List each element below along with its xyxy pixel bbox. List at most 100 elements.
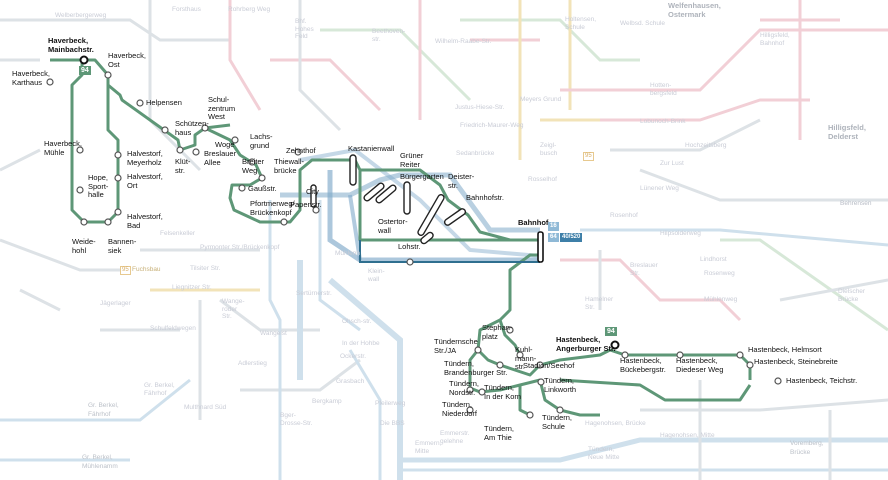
label-tuendern-niederdorf: Tündern, Niederdorf <box>442 400 478 418</box>
stop-haverbeck-karthaus[interactable] <box>46 78 54 86</box>
label-hastenbeck-diedeser-weg: Hastenbeck, Diedeser Weg <box>676 356 724 374</box>
route-badge-hastenbeck: 94 <box>605 327 617 336</box>
label-bannensiek: Bannen- siek <box>108 237 137 255</box>
stop-pfoertnerweg[interactable] <box>280 218 288 226</box>
label-tuendern-schule: Tündern, Schule <box>542 413 573 431</box>
stop-lohstr-pill[interactable] <box>420 231 435 245</box>
label-tuendernsche-str: Tündernsche Str./JA <box>434 337 478 355</box>
stop-hastenbeck-teichstr[interactable] <box>774 377 782 385</box>
label-deisterstr: Deister- str. <box>448 172 475 190</box>
gr-berkel-2-label: Gr. Berkel, Mühlenamm <box>82 454 118 470</box>
stop-weidehohl[interactable] <box>80 218 88 226</box>
stop-lachsgrund[interactable] <box>231 136 239 144</box>
label-stadion-seehof: Stadion/Seehof <box>523 361 575 370</box>
label-stephanplatz: Stephan- platz <box>482 323 513 341</box>
label-thiewallbruecke: Thiewall- brücke <box>274 157 305 175</box>
stop-zehnthof[interactable] <box>294 148 302 156</box>
stop-haverbeck-mainbachstr[interactable] <box>79 55 89 65</box>
label-haverbeck-ost: Haverbeck, Ost <box>108 51 146 69</box>
label-kuhlmannstr: Kuhl- mann- str. <box>515 345 537 371</box>
stop-hastenbeck-helmsort[interactable] <box>736 351 744 359</box>
label-lohstr: Lohstr. <box>398 242 421 251</box>
label-hastenbeck-bueckebergstr: Hastenbeck, Bückebergstr. <box>620 356 666 374</box>
stop-schuetzenhaus[interactable] <box>161 126 169 134</box>
label-breslauer-allee: Breslauer Allee <box>204 149 237 167</box>
stop-bahnhofstr[interactable] <box>443 208 467 227</box>
stop-tuendern-schule[interactable] <box>556 406 564 414</box>
stop-tuendern-in-der-korn[interactable] <box>478 388 486 396</box>
stop-tuendern-nordstr[interactable] <box>466 386 474 394</box>
stop-hastenbeck-steinebreite[interactable] <box>746 361 754 369</box>
route-stops <box>46 55 782 419</box>
stop-bahnhof[interactable] <box>537 231 544 263</box>
label-papenstr: Papenstr. <box>290 200 322 209</box>
label-bahnhof: Bahnhof <box>518 218 549 227</box>
stop-tuendernsche-str[interactable] <box>474 346 482 354</box>
label-weidehohl: Weide- hohl <box>72 237 96 255</box>
stop-lohstr[interactable] <box>406 258 414 266</box>
connecting-lines <box>280 147 541 263</box>
label-schulzentrum-west: Schul- zentrum West <box>208 95 236 121</box>
label-gaussstr: Gaußstr. <box>248 184 277 193</box>
hillig-label: Hilligsfeld, Delderst <box>828 123 866 141</box>
bahnhof-line-badge-1: 16 <box>548 222 559 231</box>
stop-kastanienwall[interactable] <box>349 154 357 186</box>
label-halvestorf-meyerholz: Halvestorf, Meyerholz <box>127 149 163 167</box>
label-tuendern-brandenburger: Tündern, Brandenburger Str. <box>444 359 508 377</box>
label-wege: Woge <box>215 140 235 149</box>
stop-halvestorf-meyerholz[interactable] <box>114 151 122 159</box>
stop-hastenbeck-angerburger[interactable] <box>610 340 620 350</box>
label-haverbeck-muehle: Haverbeck, Mühle <box>44 139 82 157</box>
label-lachsgrund: Lachs- grund <box>250 132 273 150</box>
stop-breiter-weg[interactable] <box>248 158 256 166</box>
stop-kuhlmannstr[interactable] <box>516 351 524 359</box>
stop-haverbeck-ost[interactable] <box>104 71 112 79</box>
gr-berkel-label: Gr. Berkel, Fährhof <box>88 402 119 418</box>
label-hastenbeck-teichstr: Hastenbeck, Teichstr. <box>786 376 858 385</box>
stop-deisterstr[interactable] <box>417 193 445 237</box>
label-breiter-weg: Breiter Weg <box>242 157 265 175</box>
stop-schulzentrum-west[interactable] <box>201 124 209 132</box>
city-corridor <box>359 240 540 263</box>
label-zehnthof: Zehnthof <box>286 146 316 155</box>
label-city: City <box>306 187 319 196</box>
stop-breslauer-allee[interactable] <box>192 148 200 156</box>
label-ostertorwall: Ostertor- wall <box>378 217 408 235</box>
stop-haverbeck-muehle[interactable] <box>76 146 84 154</box>
stop-halvestorf-bad[interactable] <box>114 208 122 216</box>
label-haverbeck-mainbachstr: Haverbeck, Mainbachstr. <box>48 36 94 54</box>
label-kastanienwall: Kastanienwall <box>348 144 395 153</box>
behrensen-label: Behrensen <box>840 200 872 207</box>
voremberg-label: Voremberg, Brücke <box>790 440 824 456</box>
stop-papenstr[interactable] <box>312 206 320 214</box>
stop-helpensen[interactable] <box>136 99 144 107</box>
stop-ostertorwall-b[interactable] <box>375 184 397 204</box>
route-badge-haverbeck: 94 <box>79 66 91 75</box>
label-hastenbeck-steinebreite: Hastenbeck, Steinebreite <box>754 357 838 366</box>
stop-bannensiek[interactable] <box>104 218 112 226</box>
stop-tuendern-niederdorf[interactable] <box>466 406 474 414</box>
stop-city[interactable] <box>310 184 317 208</box>
label-schuetzenhaus: Schützen- haus <box>175 119 209 137</box>
fuchsbau-label: Fuchsbau <box>132 266 161 273</box>
label-tuendern-linkworth: Tündern, Linkworth <box>544 376 577 394</box>
stop-hastenbeck-bueckebergstr[interactable] <box>621 351 629 359</box>
label-klutstr: Klüt- str. <box>175 157 191 175</box>
label-haverbeck-karthaus: Haverbeck, Karthaus <box>12 69 50 87</box>
city-stop-pills <box>310 154 544 263</box>
stop-thiewallbruecke[interactable] <box>258 174 266 182</box>
stop-hope-sporthalle[interactable] <box>76 186 84 194</box>
stop-klutstr[interactable] <box>176 146 184 154</box>
stop-ostertorwall-a[interactable] <box>363 182 385 202</box>
stop-stephanplatz[interactable] <box>506 326 514 334</box>
stop-tuendern-am-thie[interactable] <box>526 411 534 419</box>
stop-tuendern-linkworth[interactable] <box>537 378 545 386</box>
stop-halvestorf-ort[interactable] <box>114 174 122 182</box>
stop-gaussstr[interactable] <box>238 184 246 192</box>
stop-buergergarten[interactable] <box>403 181 411 215</box>
stop-stadion-seehof[interactable] <box>536 361 544 369</box>
stop-tuendern-brandenburger[interactable] <box>496 361 504 369</box>
stop-hastenbeck-diedeser-weg[interactable] <box>676 351 684 359</box>
